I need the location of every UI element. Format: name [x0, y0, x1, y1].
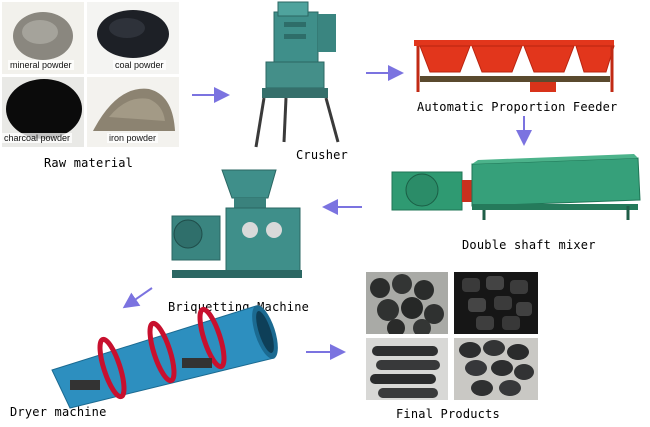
mineral-powder-pile — [13, 12, 73, 60]
mineral-powder-photo: mineral powder — [2, 2, 84, 74]
crusher-label: Crusher — [296, 148, 348, 162]
iron-powder-caption: iron powder — [107, 133, 159, 143]
dryer-label: Dryer machine — [10, 405, 107, 419]
stick-briquettes — [370, 346, 440, 398]
square-briquettes — [462, 276, 532, 330]
coal-powder-photo: coal powder — [87, 2, 179, 74]
mineral-powder-caption: mineral powder — [8, 60, 74, 70]
raw-material-label: Raw material — [44, 156, 134, 170]
feeder-label: Automatic Proportion Feeder — [417, 100, 618, 114]
oval-briquettes — [459, 340, 534, 396]
raw-material-panel: mineral powder coal powder charcoal powd… — [0, 0, 182, 150]
charcoal-powder-photo: charcoal powder — [2, 77, 84, 147]
square-briquettes-photo — [454, 272, 538, 334]
final-products-label: Final Products — [396, 407, 500, 421]
crusher-machine — [254, 1, 340, 148]
round-briquettes-pile — [370, 274, 444, 334]
double-shaft-mixer-machine — [391, 154, 641, 220]
iron-powder-photo: iron powder — [87, 77, 179, 147]
oval-briquettes-photo — [454, 338, 538, 400]
coal-powder-pile — [97, 10, 169, 58]
stick-briquettes-photo — [366, 338, 448, 400]
charcoal-powder-caption: charcoal powder — [2, 133, 73, 143]
coal-powder-caption: coal powder — [113, 60, 166, 70]
charcoal-powder-pile — [6, 79, 82, 139]
mixer-label: Double shaft mixer — [462, 238, 596, 252]
rotary-dryer-machine — [51, 305, 278, 409]
final-products-panel — [366, 272, 538, 400]
briquetting-machine — [171, 169, 302, 278]
proportion-feeder-machine — [414, 40, 615, 92]
iron-powder-pile — [93, 88, 175, 131]
pillow-briquettes-photo — [366, 272, 448, 334]
